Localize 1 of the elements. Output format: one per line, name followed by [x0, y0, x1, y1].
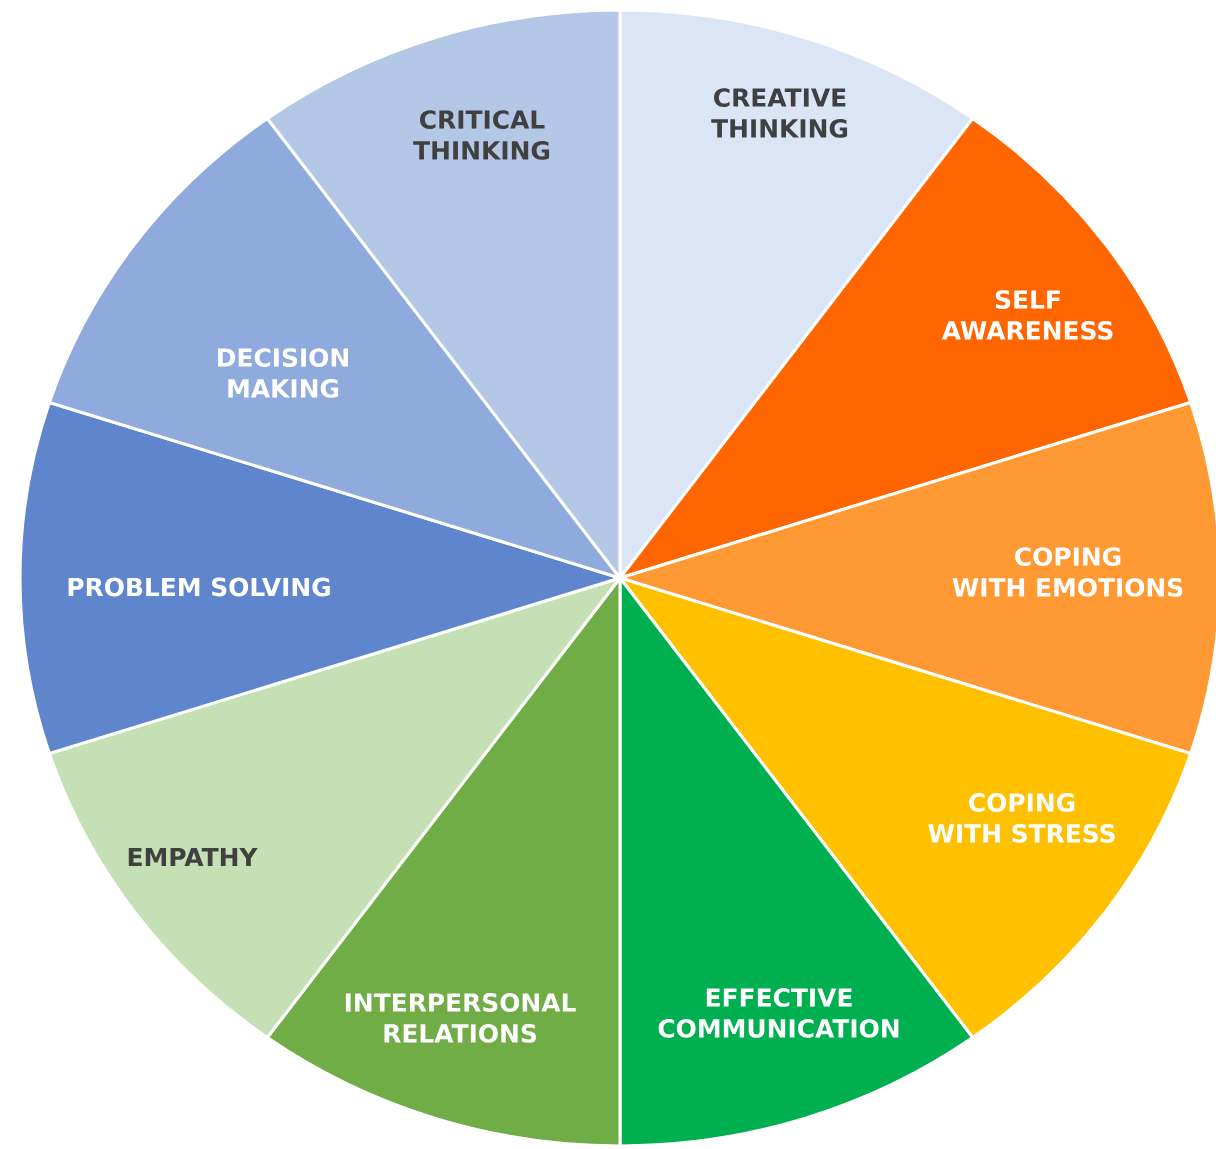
- pie-slice: PROBLEM SOLVING: [18, 400, 622, 755]
